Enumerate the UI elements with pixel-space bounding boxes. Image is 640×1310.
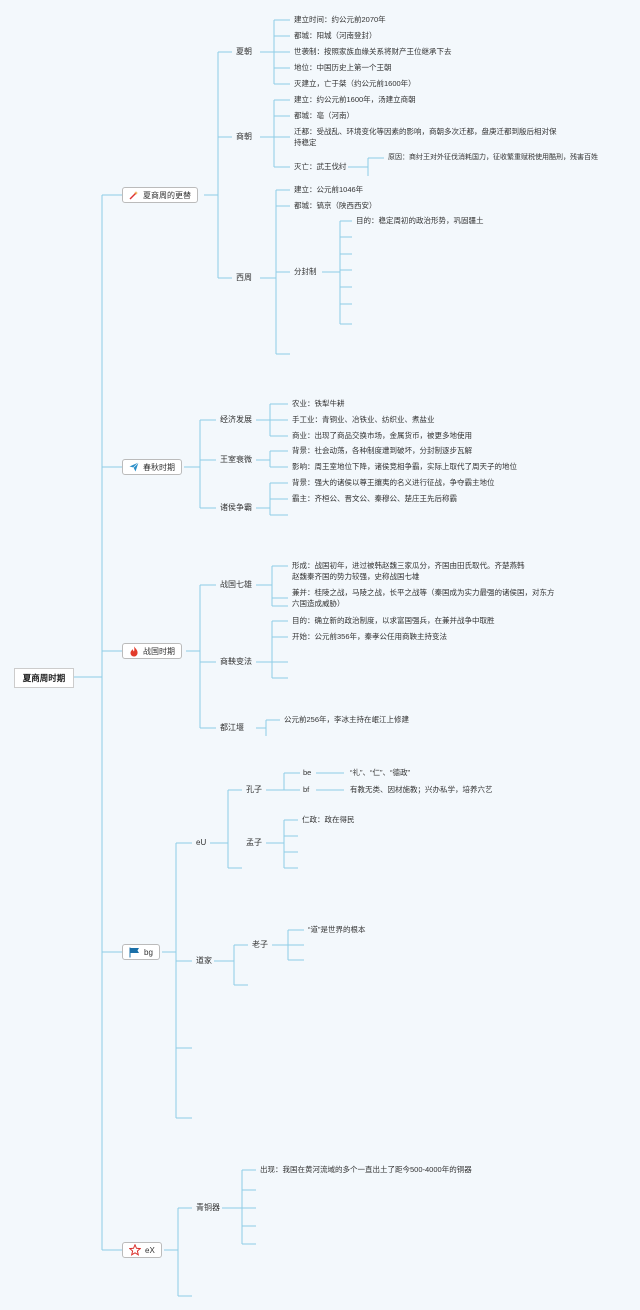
node-xizhou-item[interactable]: 建立：公元前1046年 [294,185,364,194]
node-xizhou[interactable]: 西周 [236,273,252,282]
node-shang[interactable]: 商朝 [236,132,252,141]
flame-icon [129,646,139,657]
node-laozi[interactable]: 老子 [252,940,268,949]
node-xizhou-item[interactable]: 都城：镐京（陕西西安） [294,201,377,210]
node-qixiong[interactable]: 战国七雄 [220,580,252,589]
node-dujiangyan[interactable]: 都江堰 [220,723,244,732]
node-shang-qiandu[interactable]: 迁都：受战乱、环境变化等因素的影响，商朝多次迁都，盘庚迁都到殷后相对保 [294,127,557,136]
node-jingji[interactable]: 经济发展 [220,415,252,424]
node-dujiangyan-item[interactable]: 公元前256年，李冰主持在岷江上修建 [284,715,410,724]
node-wangshi-item[interactable]: 背景：社会动荡，各种制度遭到破坏，分封制逐步瓦解 [292,446,472,455]
node-xia-item[interactable]: 地位：中国历史上第一个王朝 [294,63,392,72]
node-mengzi[interactable]: 孟子 [246,838,262,847]
node-jianbing-cont: 六国造成威胁） [292,599,345,608]
topic-bg[interactable]: bg [122,944,160,960]
node-shang-item[interactable]: 都城：亳（河南） [294,111,354,120]
node-zhengba-item[interactable]: 背景：强大的诸侯以尊王攘夷的名义进行征战，争夺霸主地位 [292,478,495,487]
root-node[interactable]: 夏商周时期 [14,668,74,688]
node-shang-item[interactable]: 建立：约公元前1600年，汤建立商朝 [294,95,416,104]
node-bianfa-item[interactable]: 开始：公元前356年，秦孝公任用商鞅主持变法 [292,632,448,641]
node-daojia[interactable]: 道家 [196,956,212,965]
node-zhengba-item[interactable]: 霸主：齐桓公、晋文公、秦穆公、楚庄王先后称霸 [292,494,457,503]
topic-chunqiu[interactable]: 春秋时期 [122,459,182,475]
topic-zhanguo[interactable]: 战国时期 [122,643,182,659]
node-xingcheng[interactable]: 形成：战国初年，进过被韩赵魏三家瓜分，齐国由田氏取代。齐楚燕韩 [292,561,525,570]
node-xia[interactable]: 夏朝 [236,47,252,56]
node-wangshi[interactable]: 王室衰微 [220,455,252,464]
node-bf[interactable]: bf [303,785,310,794]
node-eu[interactable]: eU [196,838,207,847]
topic-xia-shang-zhou[interactable]: 夏商周的更替 [122,187,198,203]
node-fenfeng-mudi[interactable]: 目的：稳定周初的政治形势，巩固疆土 [356,216,484,225]
node-jingji-item[interactable]: 农业：铁犁牛耕 [292,399,345,408]
flag-icon [129,947,140,958]
node-renzheng[interactable]: 仁政：政在得民 [302,815,355,824]
node-bianfa-item[interactable]: 目的：确立新的政治制度，以求富国强兵，在兼并战争中取胜 [292,616,495,625]
node-chuxian[interactable]: 出现：我国在黄河流域的多个一直出土了距今500-4000年的铜器 [260,1165,472,1174]
node-fenfeng[interactable]: 分封制 [294,267,317,276]
node-xia-item[interactable]: 世袭制：按照家族血缘关系将财产王位继承下去 [294,47,452,56]
node-qingtong[interactable]: 青铜器 [196,1203,220,1212]
node-shang-yuanyin[interactable]: 原因：商纣王对外征伐消耗国力，征收繁重赋税使用酷刑，残害百姓 [388,154,598,161]
paper-plane-icon [129,462,139,472]
node-shang-miewang[interactable]: 灭亡：武王伐纣 [294,162,347,171]
node-zhengba[interactable]: 诸侯争霸 [220,503,252,512]
topic-label: bg [144,947,153,957]
node-xia-item[interactable]: 灭建立，亡于桀（约公元前1600年） [294,79,416,88]
node-xingcheng-cont: 赵魏秦齐国的势力较强，史称战国七雄 [292,572,420,581]
topic-label: 春秋时期 [143,462,175,472]
node-shang-qiandu-cont: 持稳定 [294,138,317,147]
node-be-item[interactable]: “礼”、“仁”、“德政” [350,768,410,777]
node-be[interactable]: be [303,768,312,777]
topic-label: 夏商周的更替 [143,190,191,200]
topic-ex[interactable]: eX [122,1242,162,1258]
node-xia-item[interactable]: 都城：阳城（河南登封） [294,31,377,40]
node-jianbing[interactable]: 兼并：桂陵之战，马陵之战，长平之战等（秦国成为实力最强的诸侯国，对东方 [292,588,555,597]
magic-wand-icon [129,190,139,200]
node-jingji-item[interactable]: 手工业：青铜业、冶铁业、纺织业、煮盐业 [292,415,435,424]
node-wangshi-item[interactable]: 影响：周王室地位下降，诸侯竞相争霸，实际上取代了周天子的地位 [292,462,517,471]
node-kongzi[interactable]: 孔子 [246,785,262,794]
star-icon [129,1244,141,1256]
topic-label: 战国时期 [143,646,175,656]
node-xia-item[interactable]: 建立时间：约公元前2070年 [294,15,386,24]
node-bf-item[interactable]: 有教无类、因材施教；兴办私学，培养六艺 [350,785,493,794]
node-dao[interactable]: “道”是世界的根本 [308,925,366,934]
topic-label: eX [145,1245,155,1255]
node-bianfa[interactable]: 商鞅变法 [220,657,252,666]
node-jingji-item[interactable]: 商业：出现了商品交换市场，金属货币，被更多地使用 [292,431,472,440]
